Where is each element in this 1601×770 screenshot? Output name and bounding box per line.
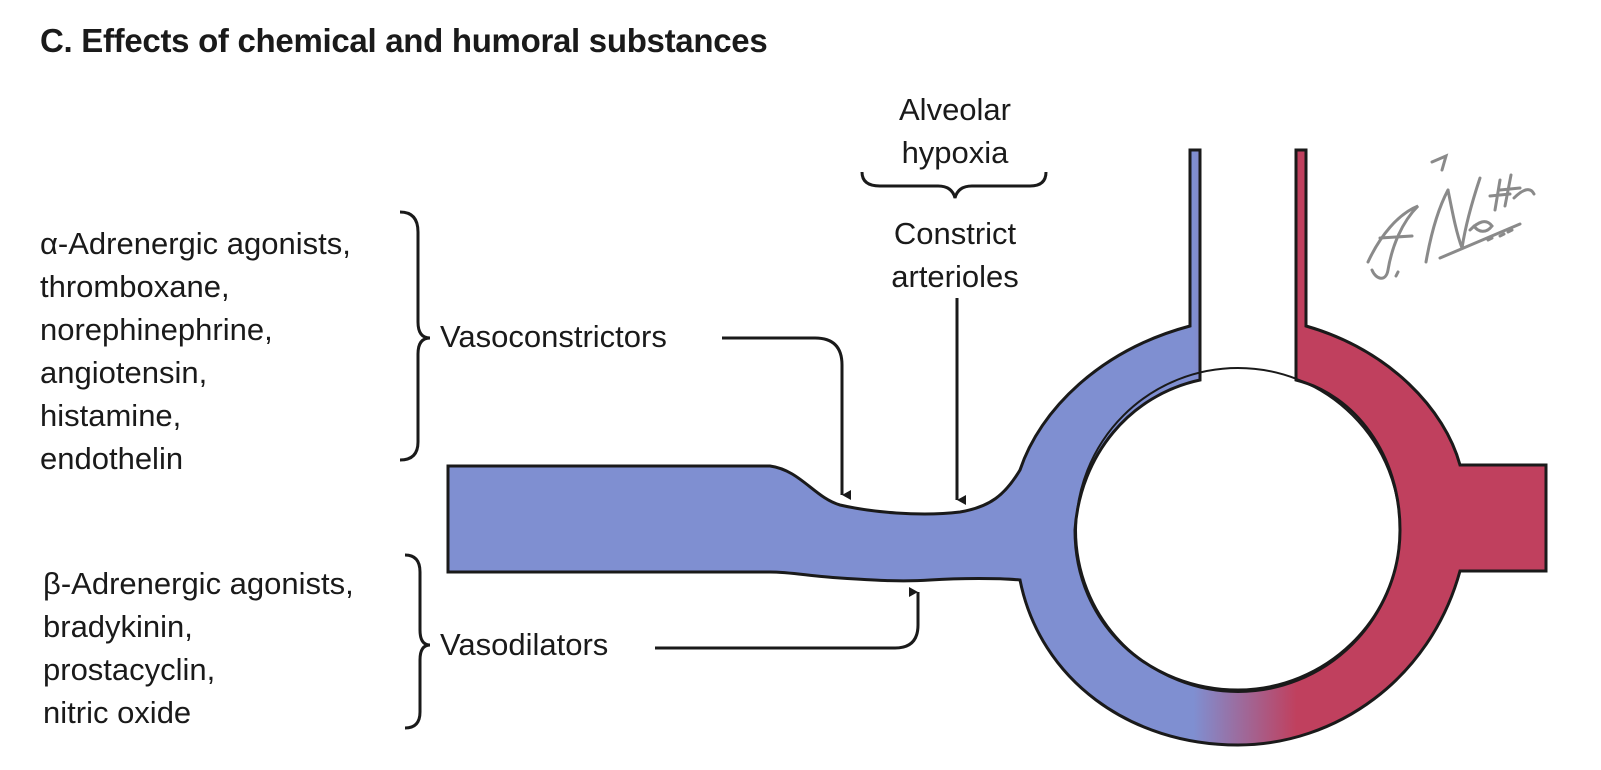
hypoxia-brace (860, 171, 1048, 199)
list-item: thromboxane, (40, 269, 230, 304)
arteriole-vessel (446, 148, 1548, 747)
artist-signature (1366, 153, 1536, 280)
vasoconstrictor-substance-list: α-Adrenergic agonists, thromboxane, nore… (40, 222, 351, 480)
constrict-arterioles-label: Constrict arterioles (855, 212, 1055, 298)
vasoconstrictors-label: Vasoconstrictors (440, 319, 667, 354)
list-item: norephinephrine, (40, 312, 273, 347)
label-line: Alveolar (899, 92, 1011, 127)
label-line: arterioles (891, 259, 1019, 294)
constrictor-brace (399, 210, 431, 462)
diagram-title: C. Effects of chemical and humoral subst… (40, 22, 768, 59)
list-item: endothelin (40, 441, 184, 476)
alveolar-hypoxia-label: Alveolar hypoxia (860, 88, 1050, 174)
list-item: nitric oxide (43, 695, 192, 730)
vasodilator-substance-list: β-Adrenergic agonists, bradykinin, prost… (43, 562, 354, 734)
list-item: angiotensin, (40, 355, 208, 390)
vessel-inner-wall (1075, 367, 1401, 693)
list-item: histamine, (40, 398, 182, 433)
list-item: prostacyclin, (43, 652, 216, 687)
list-item: α-Adrenergic agonists, (40, 226, 351, 261)
label-line: hypoxia (901, 135, 1009, 170)
vasoconstrictor-arrow (722, 336, 851, 500)
dilator-brace (404, 553, 431, 730)
label-line: Constrict (893, 216, 1017, 251)
list-item: β-Adrenergic agonists, (43, 566, 354, 601)
vasodilators-label: Vasodilators (440, 627, 609, 662)
vasodilator-arrow (655, 587, 920, 650)
list-item: bradykinin, (43, 609, 193, 644)
